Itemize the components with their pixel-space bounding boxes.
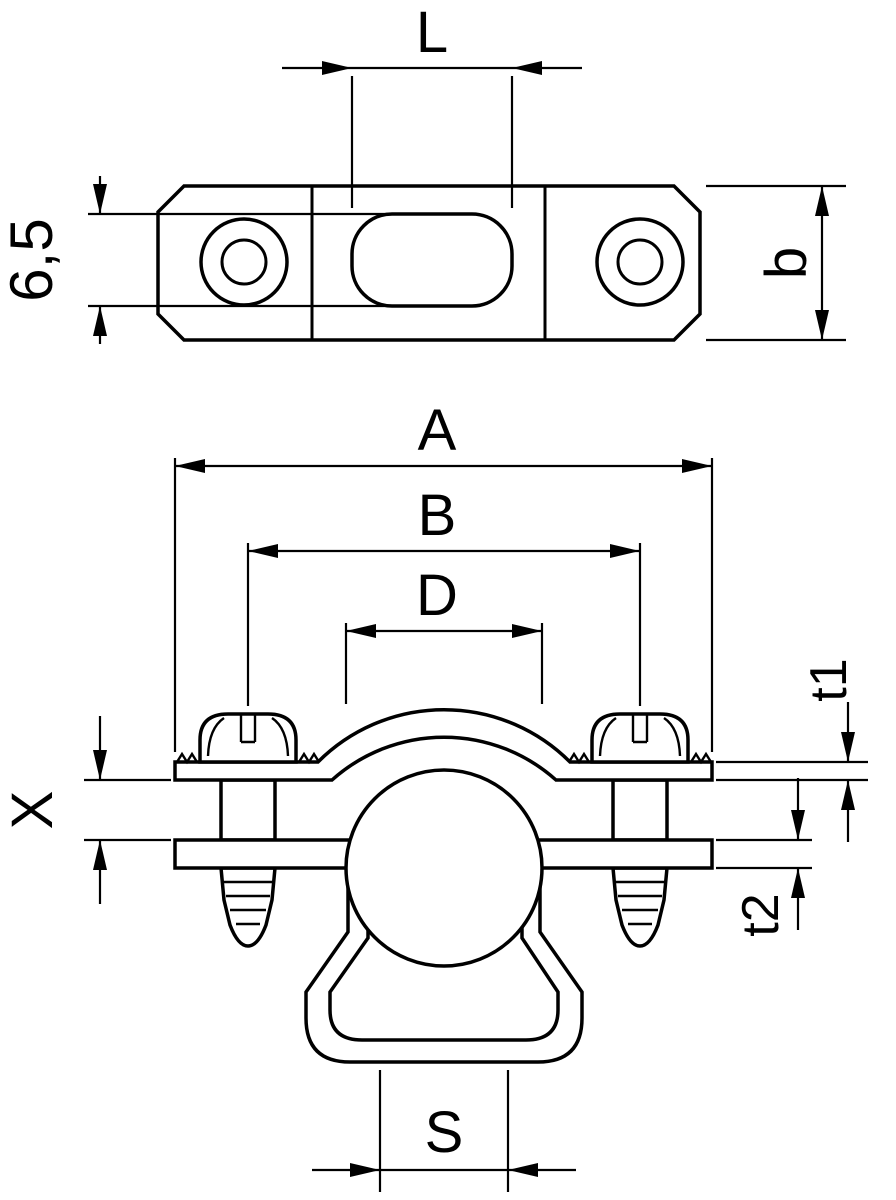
serration-left-inner	[297, 751, 321, 765]
screw-head-left-outline	[198, 712, 298, 764]
arrowhead	[322, 61, 352, 75]
arrowhead	[350, 1163, 380, 1177]
dim-label-slot-width: 6,5	[0, 218, 65, 301]
dimension-overall-width: A	[173, 398, 714, 752]
stud-left-outline	[219, 866, 277, 948]
ext-lines-t1	[716, 760, 868, 782]
screw-head-right	[590, 712, 690, 764]
ext-lines-t2	[716, 838, 812, 870]
screw-head-left	[198, 712, 298, 764]
dim-label-bar-thickness: t2	[732, 893, 790, 936]
dim-label-clamp-diameter: D	[416, 563, 458, 628]
dim-label-body-width: b	[754, 247, 819, 279]
dimension-bottom-span: S	[312, 1070, 576, 1192]
stirrup-bracket	[304, 864, 584, 1064]
arrowhead	[815, 310, 829, 340]
dimension-slot-width: 6,5	[0, 176, 395, 344]
pipe-circle	[344, 768, 544, 968]
stud-left-threads	[222, 880, 274, 926]
dim-label-strap-thickness: t1	[800, 658, 858, 701]
arrowhead	[841, 780, 855, 810]
arrowhead	[93, 750, 107, 780]
dimension-clamp-diameter: D	[344, 563, 544, 704]
ext-lines-D	[344, 623, 544, 704]
screw-head-left-slot	[239, 714, 257, 744]
arrowhead	[248, 544, 278, 558]
ext-lines-X	[84, 778, 171, 842]
stud-right-threads	[614, 880, 666, 926]
threaded-stud-right	[611, 866, 669, 948]
dimension-screw-spacing: B	[246, 483, 642, 706]
arrowhead	[791, 810, 805, 840]
center-slot	[350, 212, 514, 308]
dim-label-gap: X	[0, 791, 65, 830]
arrowhead	[93, 306, 107, 336]
dim-label-screw-spacing: B	[418, 483, 457, 548]
screw-head-right-outline	[590, 712, 690, 764]
arrowhead	[841, 732, 855, 762]
dimension-body-width: b	[706, 184, 846, 342]
dim-label-overall-width: A	[418, 398, 457, 463]
ext-lines-B	[246, 543, 642, 706]
screw-hole-left-inner	[220, 238, 268, 286]
arrowhead	[512, 624, 542, 638]
dimension-slot-length: L	[282, 0, 582, 208]
arrowhead	[610, 544, 640, 558]
screw-shank-left	[219, 778, 277, 842]
dimension-gap: X	[0, 716, 171, 904]
arrowhead	[93, 840, 107, 870]
screw-hole-left-outer	[199, 217, 289, 307]
screw-head-right-shading	[598, 717, 682, 757]
dimension-bar-thickness: t2	[716, 778, 812, 937]
top-view	[156, 184, 702, 342]
serration-right-inner	[567, 751, 591, 765]
front-view	[173, 707, 714, 1064]
ext-lines-6-5	[88, 212, 395, 308]
ext-lines-S	[378, 1070, 510, 1192]
arrowhead	[346, 624, 376, 638]
arrowhead	[815, 186, 829, 216]
screw-hole-right-inner	[616, 238, 664, 286]
arrowhead	[175, 459, 205, 473]
threaded-stud-left	[219, 866, 277, 948]
arrowhead	[512, 61, 542, 75]
arrowhead	[682, 459, 712, 473]
stud-right-outline	[611, 866, 669, 948]
ext-lines-L	[350, 76, 514, 208]
screw-head-right-slot	[631, 714, 649, 744]
arrowhead	[791, 868, 805, 898]
serration-right-tip	[689, 751, 713, 765]
serration-left-tip	[175, 751, 199, 765]
screw-head-left-shading	[206, 717, 290, 757]
screw-shank-right	[611, 778, 669, 842]
dim-label-slot-length: L	[416, 0, 448, 65]
screw-hole-right-outer	[595, 217, 685, 307]
dim-label-bottom-span: S	[425, 1100, 464, 1165]
arrowhead	[508, 1163, 538, 1177]
arrowhead	[93, 184, 107, 214]
ext-lines-A	[173, 458, 714, 752]
dimension-strap-thickness: t1	[716, 658, 868, 842]
